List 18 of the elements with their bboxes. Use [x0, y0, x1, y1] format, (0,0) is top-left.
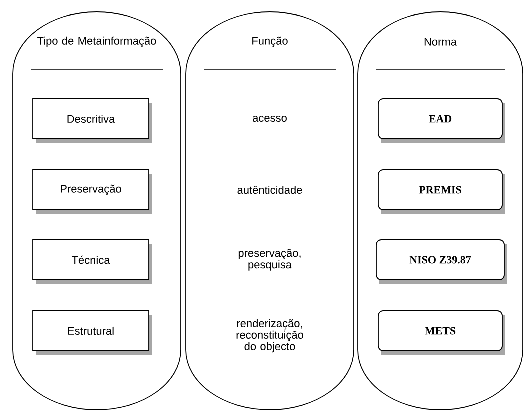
column-heading: Tipo de Metainformação	[38, 36, 156, 48]
column-heading: Função	[252, 36, 288, 48]
type-box: Técnica	[32, 240, 152, 284]
standard-box: PREMIS	[378, 170, 506, 214]
column	[358, 12, 524, 410]
function-text: preservação, pesquisa	[238, 249, 301, 271]
standard-box: EAD	[378, 98, 506, 143]
function-text: autênticidade	[238, 186, 302, 194]
standard-box: NISO Z39.87	[376, 240, 508, 284]
function-text: renderização, reconstituição do objecto	[236, 319, 304, 353]
column	[12, 12, 182, 410]
type-box: Preservação	[32, 170, 152, 214]
standard-box: METS	[378, 310, 506, 355]
function-text: acesso	[253, 116, 287, 122]
type-box: Estrutural	[32, 310, 152, 355]
type-box: Descritiva	[32, 98, 152, 143]
column	[186, 12, 354, 410]
column-heading: Norma	[424, 38, 457, 46]
